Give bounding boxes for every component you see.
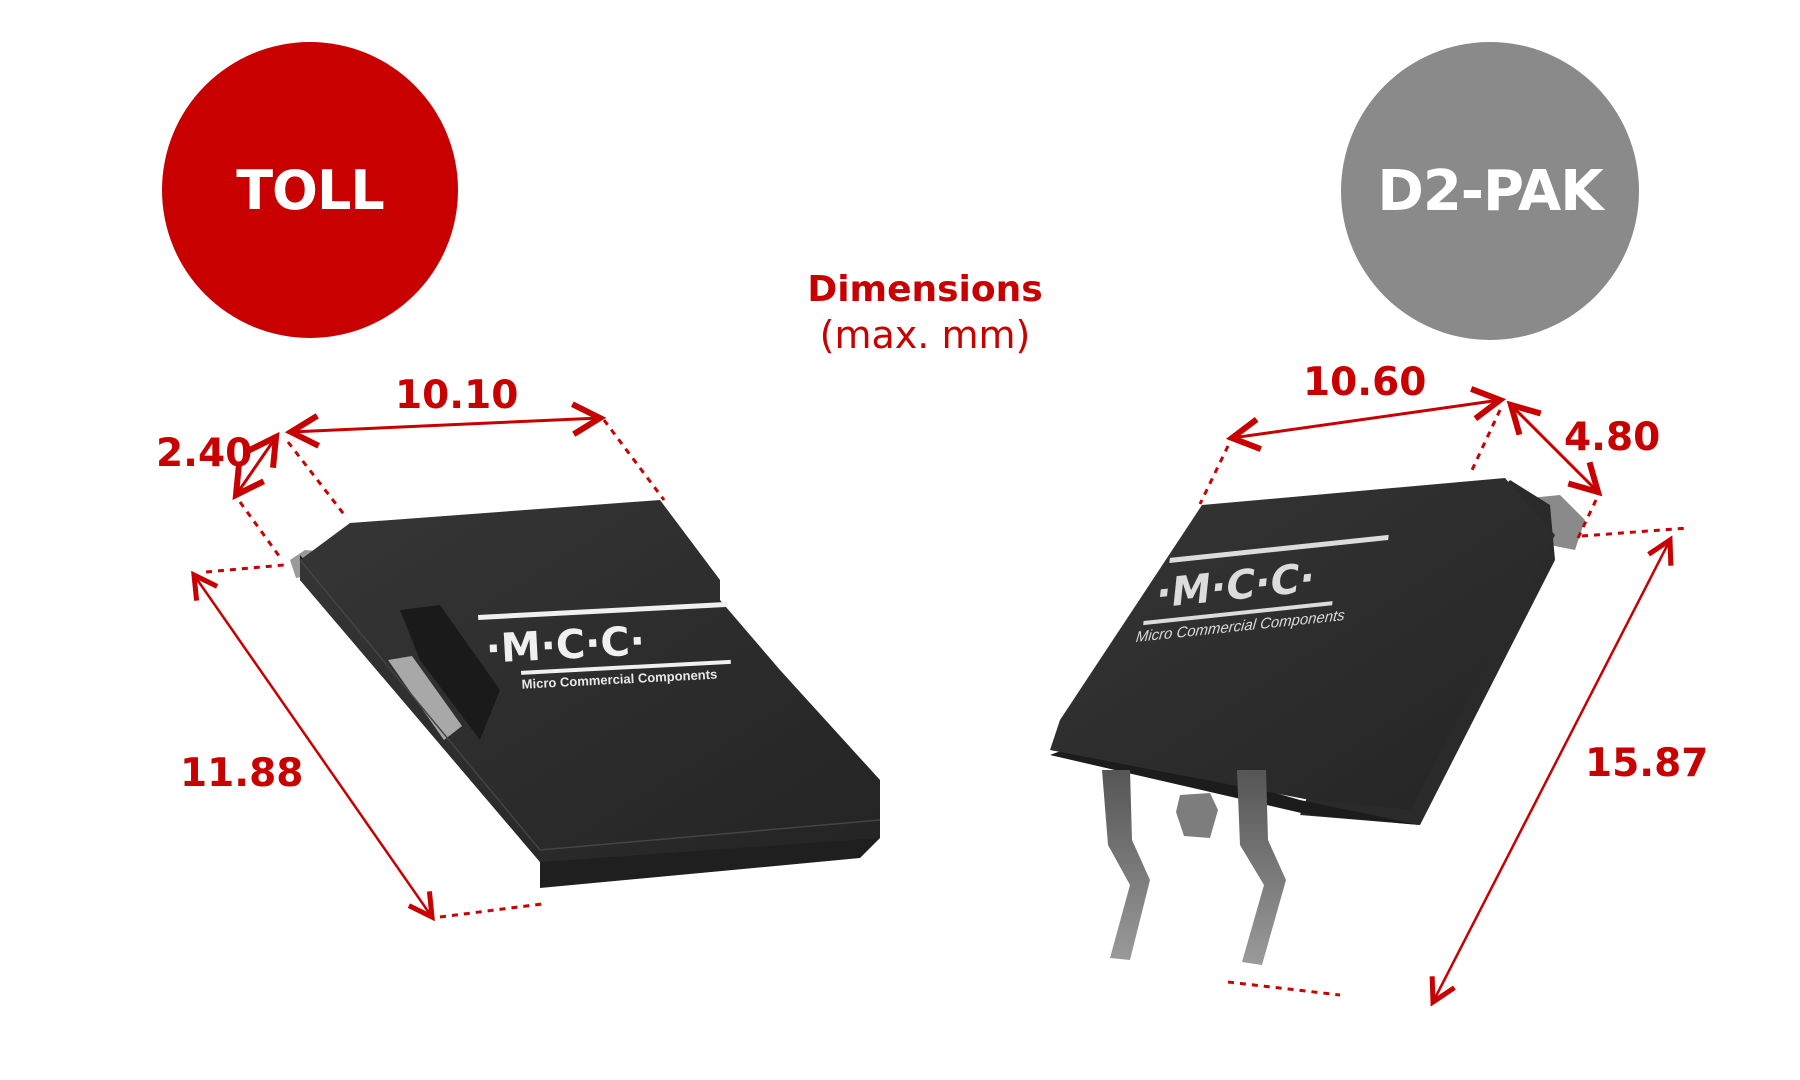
d2pak-length-value: 15.87 xyxy=(1585,741,1708,786)
toll-width-arrow xyxy=(291,418,600,432)
d2pak-lead-left xyxy=(1102,770,1150,960)
toll-badge: TOLL xyxy=(162,42,458,338)
toll-logo-text: ·M·C·C· xyxy=(485,618,646,672)
toll-badge-label: TOLL xyxy=(236,158,385,222)
toll-mcc-logo: ·M·C·C· Micro Commercial Components xyxy=(478,601,731,692)
toll-length-value: 11.88 xyxy=(180,751,303,796)
toll-dimensions xyxy=(194,418,666,917)
toll-length-arrow xyxy=(194,575,432,917)
d2pak-badge: D2-PAK xyxy=(1341,42,1639,340)
toll-height-value: 2.40 xyxy=(156,431,252,476)
d2pak-width-value: 10.60 xyxy=(1303,360,1426,405)
toll-package: ·M·C·C· Micro Commercial Components xyxy=(290,500,881,888)
dimensions-title: Dimensions (max. mm) xyxy=(790,268,1060,358)
d2pak-center-tab xyxy=(1176,793,1218,838)
d2pak-lead-right xyxy=(1237,770,1286,965)
d2pak-height-arrow xyxy=(1511,405,1598,492)
dimensions-unit: (max. mm) xyxy=(819,313,1031,357)
d2pak-dimensions xyxy=(1198,400,1689,1002)
toll-height-arrow xyxy=(236,437,276,495)
d2pak-badge-label: D2-PAK xyxy=(1377,158,1603,224)
dimensions-heading: Dimensions xyxy=(807,269,1043,310)
d2pak-height-value: 4.80 xyxy=(1564,415,1660,460)
d2pak-width-arrow xyxy=(1232,400,1500,438)
toll-width-value: 10.10 xyxy=(395,373,518,418)
d2pak-package: ·M·C·C· Micro Commercial Components xyxy=(1050,478,1585,965)
d2pak-length-arrow xyxy=(1433,540,1670,1002)
